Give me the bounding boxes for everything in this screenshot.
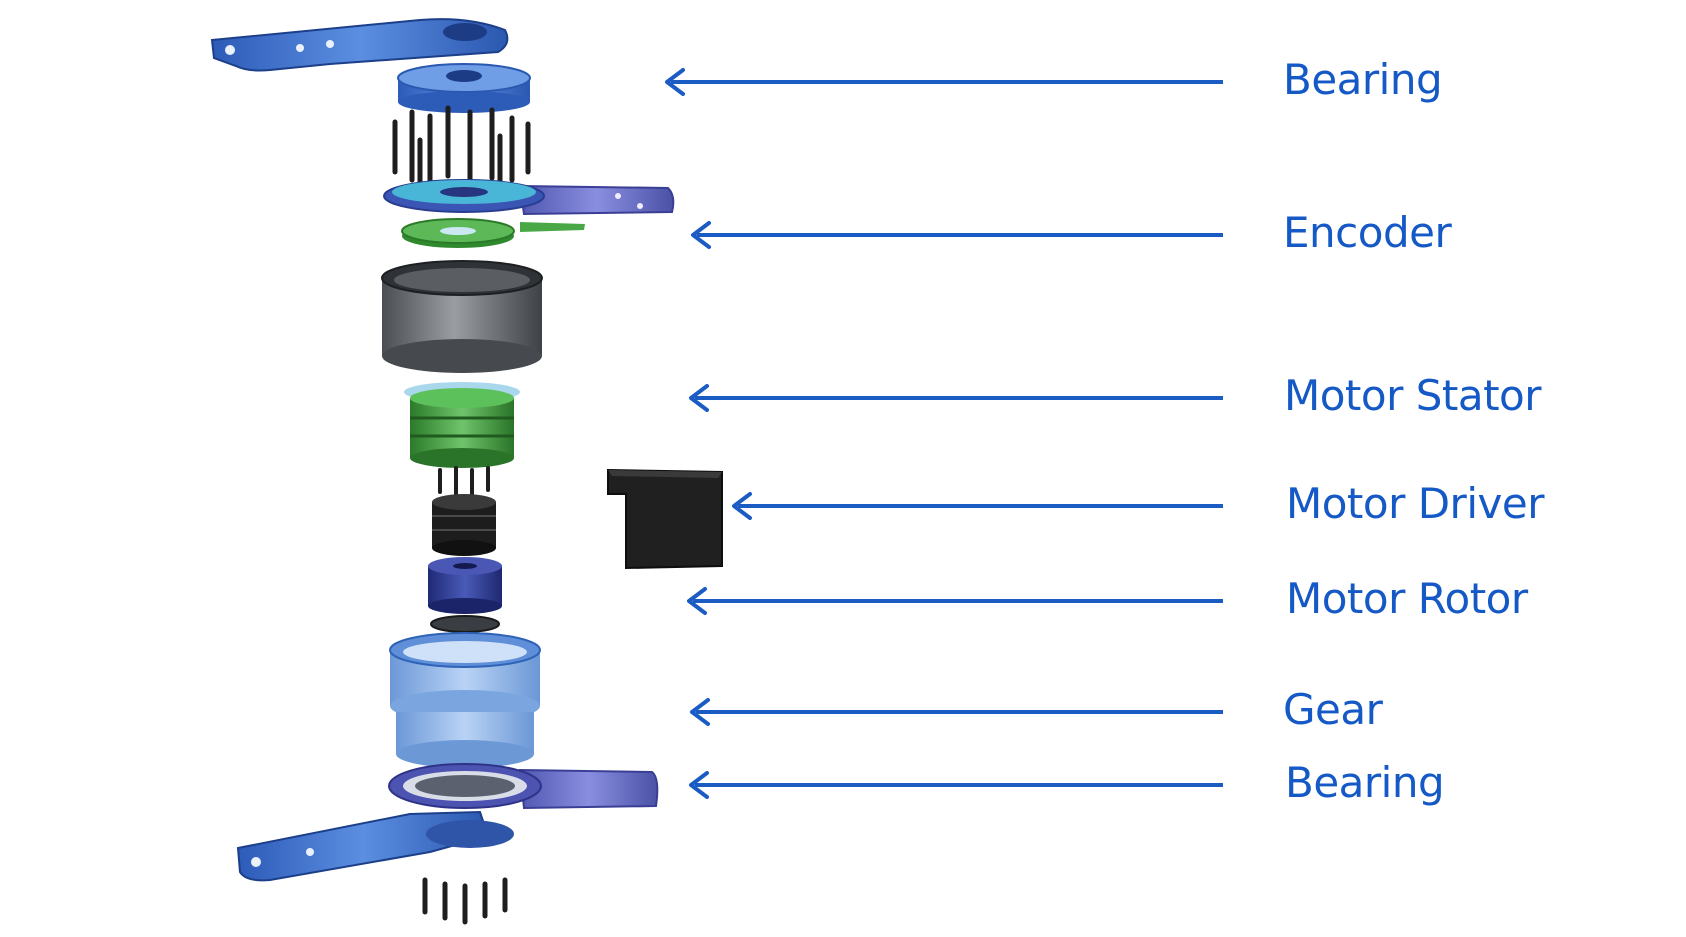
callout-arrows: [665, 68, 1223, 799]
bottom-arm-plate: [236, 810, 514, 882]
black-bellows: [432, 494, 496, 556]
label-gear: Gear: [1283, 685, 1383, 734]
arrow-head: [732, 492, 752, 520]
label-bearing-bottom: Bearing: [1285, 758, 1445, 807]
arrow-bearing-top: [665, 68, 1223, 96]
bolt-array-bottom: [422, 877, 508, 925]
motor-driver-board: [607, 468, 723, 570]
bolt-array-middle: [438, 466, 490, 498]
motor-rotor-cylinder: [428, 557, 502, 633]
arrow-head: [665, 68, 685, 96]
arrow-head: [687, 587, 707, 615]
gear-ring: [389, 632, 541, 768]
arrow-head: [690, 698, 710, 726]
arrow-gear: [690, 698, 1223, 726]
arrow-head: [689, 771, 709, 799]
label-encoder: Encoder: [1283, 208, 1452, 257]
motor-stator-drum: [381, 260, 543, 373]
encoder-green-ring: [401, 218, 585, 248]
arrow-head: [689, 384, 709, 412]
arrow-motor-rotor: [687, 587, 1223, 615]
arrow-motor-stator: [689, 384, 1223, 412]
arrow-motor-driver: [732, 492, 1223, 520]
label-motor-rotor: Motor Rotor: [1286, 574, 1528, 623]
label-motor-stator: Motor Stator: [1284, 371, 1542, 420]
bolt-array-top: [392, 105, 531, 199]
label-bearing-top: Bearing: [1283, 55, 1443, 104]
arrow-head: [691, 221, 711, 249]
bottom-bearing-assembly: [388, 763, 659, 810]
arrow-encoder: [691, 221, 1223, 249]
top-arm-plate: [210, 18, 509, 72]
green-rotor-stack: [404, 382, 520, 468]
arrow-bearing-bottom: [689, 771, 1223, 799]
label-motor-driver: Motor Driver: [1286, 479, 1544, 528]
top-bearing-disc: [397, 63, 531, 113]
encoder-bracket: [383, 179, 675, 216]
